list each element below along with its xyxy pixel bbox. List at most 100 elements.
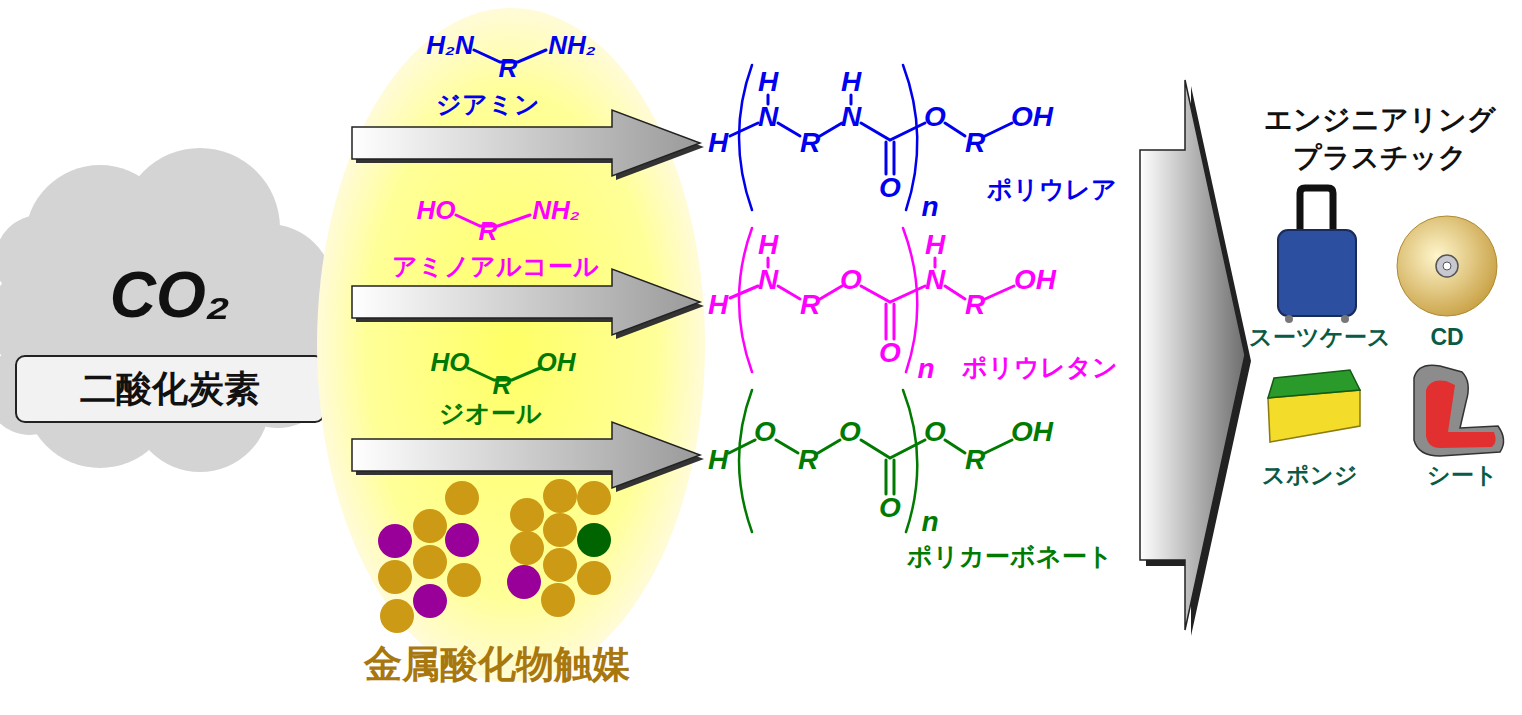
atom-label: O (839, 417, 861, 448)
atom-label: O (754, 417, 776, 448)
wheel (1341, 315, 1349, 323)
sponge-icon (1268, 370, 1360, 442)
particle (577, 481, 611, 515)
wheel (1285, 315, 1293, 323)
atom-label: H (708, 128, 728, 159)
atom-label: O (924, 102, 946, 133)
seat-icon (1414, 365, 1504, 456)
cd-hole (1443, 262, 1451, 270)
formula-label: NH₂ (548, 31, 595, 60)
icon-label: スポンジ (1262, 463, 1358, 488)
atom-label: R (800, 290, 820, 321)
catalyst-ellipse-fill (317, 8, 705, 682)
bond (861, 286, 925, 302)
bond (985, 286, 1014, 299)
formula-label: R (499, 54, 518, 83)
name-label: ポリウレタン (962, 354, 1118, 382)
bond (818, 440, 840, 453)
catalyst-text: 金属酸化物触媒 (364, 644, 630, 686)
particle (378, 524, 412, 558)
atom-label: n (917, 354, 934, 385)
atom-label: N (758, 265, 778, 296)
polyurea-bonds (730, 65, 1012, 210)
icon-label: スーツケース (1249, 325, 1391, 350)
reaction-arrow (352, 110, 704, 180)
icon-label: CD (1430, 325, 1463, 350)
bracket (739, 65, 752, 210)
box-text: 二酸化炭素 (80, 369, 260, 409)
particle (577, 561, 611, 595)
cd-hub (1436, 255, 1458, 277)
particle (543, 479, 577, 513)
particle (510, 498, 544, 532)
bond (985, 440, 1012, 453)
atom-label: R (798, 445, 818, 476)
formula-label: NH₂ (532, 196, 579, 225)
polyurethane-bonds (730, 228, 1014, 372)
particle (543, 513, 577, 547)
formula-label: OH (537, 348, 576, 377)
catalyst-particles (378, 479, 611, 633)
bond (730, 123, 758, 136)
atom-label: H (925, 230, 945, 261)
bond (893, 142, 896, 174)
bond (985, 123, 1012, 136)
atom-label: H (841, 67, 861, 98)
particle (543, 548, 577, 582)
formula-label: HO (431, 348, 470, 377)
particle (510, 531, 544, 565)
sponge-top (1268, 370, 1360, 398)
atom-label: O (879, 493, 901, 524)
arrow-body (1140, 80, 1245, 630)
suitcase-icon (1278, 188, 1356, 323)
bracket (903, 228, 917, 372)
name-label: ジオール (439, 400, 542, 428)
name-label: ジアミン (436, 91, 540, 119)
bond (820, 286, 842, 299)
bond (945, 440, 965, 453)
bond (893, 304, 896, 339)
name-label: プラスチック (1293, 143, 1467, 174)
suitcase-body (1278, 230, 1356, 316)
icon-label: シート (1427, 463, 1498, 488)
particle (541, 583, 575, 617)
particle (413, 509, 447, 543)
atom-label: O (879, 338, 901, 369)
name-label: ポリウレア (987, 176, 1117, 204)
seat-shell (1414, 365, 1504, 456)
particle (447, 563, 481, 597)
atom-label: OH (1011, 417, 1053, 448)
bond (778, 123, 800, 136)
atom-label: n (921, 192, 938, 223)
atom-label: R (800, 128, 820, 159)
name-label: アミノアルコール (392, 253, 599, 281)
atom-label: R (965, 445, 985, 476)
name-label: エンジニアリング (1264, 105, 1496, 136)
bracket (739, 390, 752, 532)
suitcase-handle (1300, 188, 1333, 232)
particle (413, 545, 447, 579)
name-label: ポリカーボネート (907, 543, 1113, 571)
atom-label: R (965, 290, 985, 321)
atom-label: N (841, 102, 861, 133)
atom-label: H (708, 290, 728, 321)
bond (885, 142, 888, 174)
atom-label: O (840, 265, 862, 296)
arrow-body (352, 110, 700, 176)
cloud-puff (58, 198, 282, 422)
label-box: 二酸化炭素 (15, 355, 325, 423)
cd-icon (1397, 216, 1497, 316)
cd-disc (1397, 216, 1497, 316)
arrow-body (352, 422, 700, 488)
atom-label: H (758, 230, 778, 261)
atom-label: OH (1011, 102, 1053, 133)
bracket (739, 228, 752, 372)
bond (730, 286, 758, 298)
atom-label: N (925, 265, 945, 296)
formula-text: CO₂ (110, 260, 230, 330)
bond (778, 286, 800, 299)
particle (577, 523, 611, 557)
atom-label: N (758, 102, 778, 133)
atom-label: H (708, 445, 728, 476)
